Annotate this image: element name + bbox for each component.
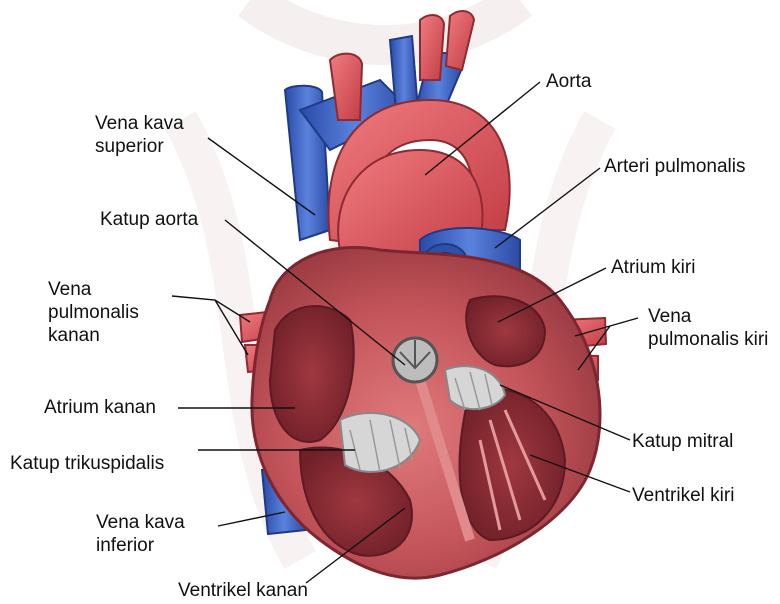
label-vena-kava-inferior: Vena kava inferior [96,511,185,557]
label-vena-pulmonalis-kiri-line2: pulmonalis kiri [648,328,768,351]
label-vena-kava-superior-line1: Vena kava [95,112,184,135]
label-vena-kava-superior-line2: superior [95,135,184,158]
label-atrium-kiri: Atrium kiri [611,256,695,279]
label-arteri-pulmonalis: Arteri pulmonalis [604,155,746,178]
label-vena-kava-inferior-line2: inferior [96,534,185,557]
label-vena-pulmonalis-kiri: Vena pulmonalis kiri [648,305,768,351]
label-katup-trikuspidalis: Katup trikuspidalis [10,452,164,475]
label-aorta: Aorta [546,70,591,93]
label-vena-pulmonalis-kanan-line1: Vena [48,278,139,301]
label-ventrikel-kiri: Ventrikel kiri [632,484,734,507]
label-vena-pulmonalis-kanan-line2: pulmonalis [48,301,139,324]
label-katup-aorta: Katup aorta [100,208,198,231]
label-vena-kava-inferior-line1: Vena kava [96,511,185,534]
label-atrium-kanan: Atrium kanan [44,396,156,419]
label-vena-pulmonalis-kanan: Vena pulmonalis kanan [48,278,139,347]
label-vena-pulmonalis-kiri-line1: Vena [648,305,768,328]
label-vena-pulmonalis-kanan-line3: kanan [48,324,139,347]
label-ventrikel-kanan: Ventrikel kanan [178,579,308,602]
label-katup-mitral: Katup mitral [632,430,733,453]
label-vena-kava-superior: Vena kava superior [95,112,184,158]
